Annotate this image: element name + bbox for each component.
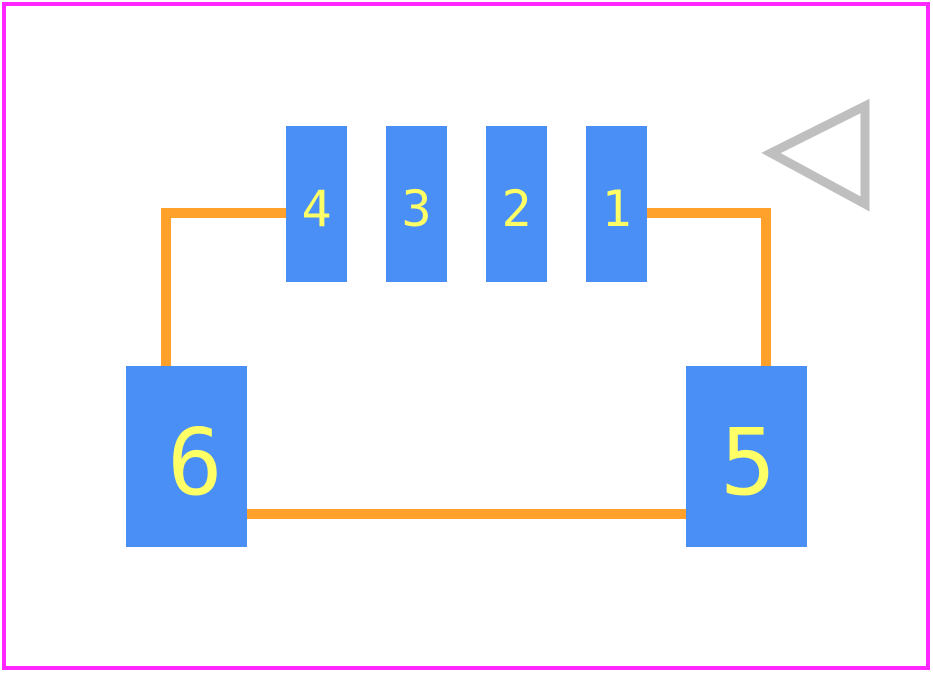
pad-4[interactable]: 4 [286,126,347,282]
pad-5-copper [686,366,807,547]
pad-4-copper [286,126,347,282]
pad-5-label: 5 [720,409,775,516]
silkscreen-outline [161,208,771,519]
pad-4-label: 4 [301,180,331,238]
pad-6[interactable]: 6 [126,366,247,547]
pad-2-copper [486,126,547,282]
pad-1[interactable]: 1 [586,126,647,282]
pad-3[interactable]: 3 [386,126,447,282]
pad-6-copper [126,366,247,547]
pad-6-label: 6 [167,409,222,516]
silkscreen-top-right [645,208,771,368]
pad-3-copper [386,126,447,282]
pad-1-label: 1 [601,180,631,238]
pad-group-signal: 4 3 2 1 [286,126,647,282]
pad-3-label: 3 [401,180,431,238]
pad-2-label: 2 [501,180,531,238]
pad-group-mounting: 6 5 [126,366,807,547]
pad-2[interactable]: 2 [486,126,547,282]
pad-5[interactable]: 5 [686,366,807,547]
triangle-left-icon [761,98,870,212]
pad-1-copper [586,126,647,282]
silkscreen-top-left [161,208,290,368]
